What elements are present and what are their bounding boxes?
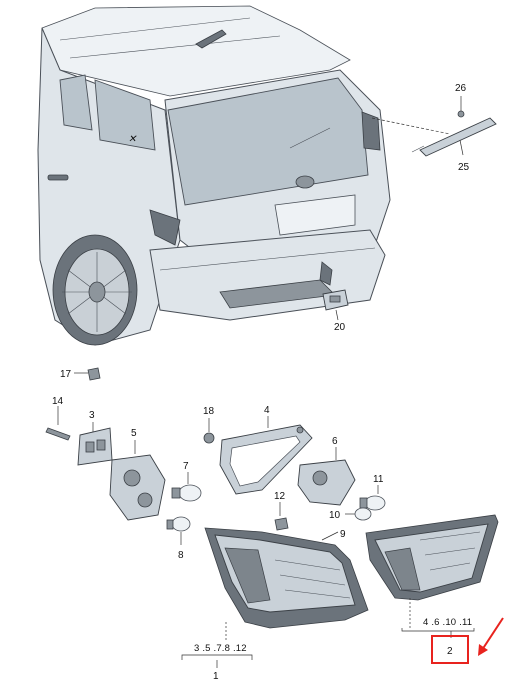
callout-9: 9 [340, 529, 346, 540]
nut-18 [203, 418, 215, 444]
callout-26: 26 [455, 83, 467, 94]
car-rear-illustration: ✕ [37, 5, 391, 346]
callout-8: 8 [178, 550, 184, 561]
bulb-11 [359, 485, 386, 511]
bulb-holder-5 [109, 440, 166, 521]
group-right-label: 4 .6 .10 .11 [423, 617, 472, 628]
callout-20: 20 [334, 322, 346, 333]
bolt-14 [45, 406, 71, 441]
callout-18: 18 [203, 406, 215, 417]
callout-25: 25 [458, 162, 470, 173]
bulb-holder-6 [297, 447, 356, 506]
callout-12: 12 [274, 491, 286, 502]
bracket-group-1 [181, 622, 253, 668]
screw-12 [274, 502, 289, 531]
highlight-arrow-icon [478, 617, 504, 656]
callout-10: 10 [329, 510, 341, 521]
bulb-10 [345, 507, 372, 521]
brand-logo-icon [295, 175, 315, 189]
callout-5: 5 [131, 428, 137, 439]
callout-7: 7 [183, 461, 189, 472]
callout-2: 2 [447, 646, 453, 657]
license-plate-light [322, 289, 349, 321]
high-mount-brake-light [371, 96, 497, 157]
highlight-box [431, 635, 469, 664]
bulb-7 [171, 472, 202, 502]
callout-4: 4 [264, 405, 270, 416]
side-emblem: ✕ [128, 134, 137, 145]
gasket-3 [77, 422, 113, 466]
callout-1: 1 [213, 671, 219, 682]
callout-17: 17 [60, 369, 72, 380]
bulb-8 [166, 516, 191, 545]
callout-3: 3 [89, 410, 95, 421]
gasket-4 [219, 416, 313, 495]
callout-11: 11 [373, 474, 384, 485]
tail-lamp-outer [204, 527, 369, 629]
callout-6: 6 [332, 436, 338, 447]
callout-14: 14 [52, 396, 64, 407]
tail-lamp-inner [365, 514, 499, 601]
group-left-label: 3 .5 .7.8 .12 [194, 643, 247, 654]
clip-17 [74, 367, 101, 381]
